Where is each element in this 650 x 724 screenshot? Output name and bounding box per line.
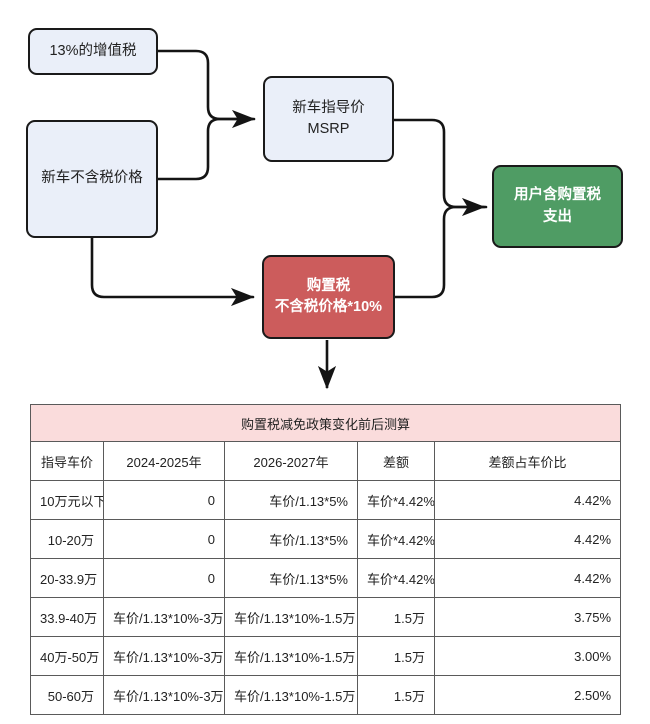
cell-2026: 车价/1.13*5% — [224, 480, 358, 520]
cell-ratio: 2.50% — [433, 675, 622, 715]
cell-2026: 车价/1.13*5% — [224, 558, 358, 598]
edge-vat-to-msrp — [156, 49, 254, 121]
col-header-diff: 差额 — [357, 441, 435, 481]
cell-diff: 车价*4.42% — [357, 480, 435, 520]
col-header-2024-2025: 2024-2025年 — [103, 441, 225, 481]
cell-diff: 1.5万 — [357, 597, 435, 637]
table-title: 购置税减免政策变化前后测算 — [29, 404, 622, 442]
node-vat[interactable]: 13%的增值税 — [28, 28, 158, 75]
cell-2024: 车价/1.13*10%-3万 — [103, 636, 225, 676]
cell-price: 40万-50万 — [30, 636, 104, 676]
cell-ratio: 4.42% — [433, 480, 622, 520]
cell-price: 20-33.9万 — [30, 558, 104, 598]
table-title-row: 购置税减免政策变化前后测算 — [29, 404, 622, 442]
col-header-price: 指导车价 — [30, 441, 104, 481]
cell-diff: 1.5万 — [357, 636, 435, 676]
cell-diff: 车价*4.42% — [357, 519, 435, 559]
cell-2026: 车价/1.13*10%-1.5万 — [224, 636, 358, 676]
cell-price: 50-60万 — [30, 675, 104, 715]
node-msrp[interactable]: 新车指导价 MSRP — [263, 76, 394, 162]
cell-ratio: 3.00% — [433, 636, 622, 676]
cell-2026: 车价/1.13*10%-1.5万 — [224, 597, 358, 637]
table-row: 33.9-40万 车价/1.13*10%-3万 车价/1.13*10%-1.5万… — [30, 597, 622, 637]
cell-ratio: 3.75% — [433, 597, 622, 637]
edge-purchase-to-expense — [393, 197, 486, 299]
node-purchase-tax[interactable]: 购置税 不含税价格*10% — [262, 255, 395, 339]
col-header-diff-ratio: 差额占车价比 — [433, 441, 622, 481]
cell-2026: 车价/1.13*5% — [224, 519, 358, 559]
purchase-tax-table: 购置税减免政策变化前后测算 指导车价 2024-2025年 2026-2027年… — [29, 404, 622, 715]
col-header-2026-2027: 2026-2027年 — [224, 441, 358, 481]
cell-2024: 车价/1.13*10%-3万 — [103, 597, 225, 637]
cell-2026: 车价/1.13*10%-1.5万 — [224, 675, 358, 715]
cell-diff: 1.5万 — [357, 675, 435, 715]
table-row: 40万-50万 车价/1.13*10%-3万 车价/1.13*10%-1.5万 … — [30, 636, 622, 676]
cell-price: 10万元以下 — [30, 480, 104, 520]
cell-2024: 0 — [103, 519, 225, 559]
cell-price: 33.9-40万 — [30, 597, 104, 637]
cell-ratio: 4.42% — [433, 558, 622, 598]
node-user-expense[interactable]: 用户含购置税 支出 — [492, 165, 623, 248]
table-row: 20-33.9万 0 车价/1.13*5% 车价*4.42% 4.42% — [30, 558, 622, 598]
cell-ratio: 4.42% — [433, 519, 622, 559]
edge-pretax-to-msrp — [156, 109, 256, 181]
cell-price: 10-20万 — [30, 519, 104, 559]
edge-msrp-to-expense — [392, 118, 488, 209]
edge-pretax-to-purchase — [90, 236, 255, 307]
cell-diff: 车价*4.42% — [357, 558, 435, 598]
cell-2024: 0 — [103, 480, 225, 520]
node-pretax-price[interactable]: 新车不含税价格 — [26, 120, 158, 238]
table-row: 10-20万 0 车价/1.13*5% 车价*4.42% 4.42% — [30, 519, 622, 559]
table-row: 10万元以下 0 车价/1.13*5% 车价*4.42% 4.42% — [30, 480, 622, 520]
table-header-row: 指导车价 2024-2025年 2026-2027年 差额 差额占车价比 — [30, 441, 622, 481]
cell-2024: 0 — [103, 558, 225, 598]
cell-2024: 车价/1.13*10%-3万 — [103, 675, 225, 715]
table-row: 50-60万 车价/1.13*10%-3万 车价/1.13*10%-1.5万 1… — [30, 675, 622, 715]
